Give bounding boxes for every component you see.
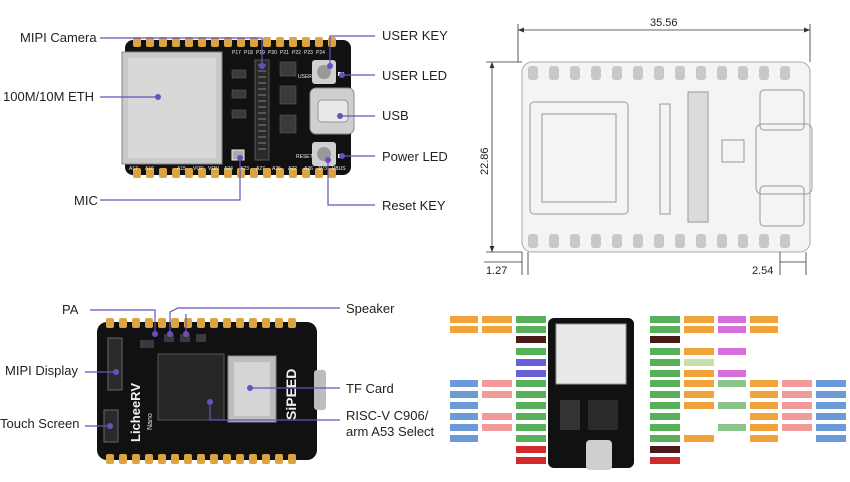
mipi-display-connector — [107, 337, 123, 391]
board-sub: Nano — [147, 413, 154, 430]
silk-a15: A15 — [177, 166, 186, 172]
silk-p21: P21 — [280, 50, 289, 56]
silk-a23: A23 — [240, 166, 249, 172]
pin-labels-right — [650, 316, 846, 464]
label-user-key: USER KEY — [382, 28, 448, 43]
label-speaker: Speaker — [346, 301, 395, 316]
silk-a26: A26 — [304, 166, 313, 172]
bottom-edge-pads — [133, 168, 336, 178]
label-power-led: Power LED — [382, 149, 448, 164]
label-reset-key: Reset KEY — [382, 198, 446, 213]
mipi-camera-connector — [254, 59, 270, 161]
silk-vop: VOP — [193, 166, 204, 172]
usb-c-edge — [314, 370, 326, 410]
silk-p23: P23 — [304, 50, 313, 56]
silk-p17: P17 — [232, 50, 241, 56]
label-pa: PA — [62, 302, 79, 317]
bottom-view-pads-bottom — [106, 454, 296, 464]
board-name: LicheeRV — [128, 383, 143, 442]
label-tf-card: TF Card — [346, 381, 394, 396]
brand-logo: SiPEED — [283, 369, 299, 420]
outline-pads — [528, 66, 790, 248]
outline-components — [529, 89, 813, 227]
silk-3v3: 3V3 — [318, 166, 327, 172]
silk-p18: P18 — [244, 50, 253, 56]
label-soc-line2: arm A53 Select — [346, 424, 435, 439]
dim-height: 22.86 — [479, 147, 491, 175]
dim-pin-pitch: 2.54 — [752, 265, 773, 277]
pinout-usb — [586, 440, 612, 470]
callout-dots — [155, 63, 345, 163]
label-mipi-camera: MIPI Camera — [20, 30, 97, 45]
bottom-view-pads-top — [106, 318, 296, 328]
pinout-diagram — [450, 316, 846, 470]
silk-a17: A17 — [129, 166, 138, 172]
callout-lines — [100, 35, 375, 206]
dim-width: 35.56 — [650, 17, 678, 29]
silk-a27: A27 — [256, 166, 265, 172]
silk-a22: A22 — [288, 166, 297, 172]
top-edge-pads — [133, 37, 336, 47]
board-outline — [521, 61, 811, 253]
silk-reset: RESET — [296, 154, 313, 160]
dimension-drawing: 35.56 22.86 1.27 2.54 — [479, 17, 813, 277]
bottom-callout-dots — [107, 331, 253, 429]
label-mic: MIC — [74, 193, 98, 208]
silk-a25: A25 — [272, 166, 281, 172]
label-eth: 100M/10M ETH — [3, 89, 94, 104]
board-top-view: A17 A16 A15 VOP VON A24 A23 A27 A25 A22 … — [3, 28, 448, 213]
label-usb: USB — [382, 108, 409, 123]
silk-p19: P19 — [256, 50, 265, 56]
label-mipi-display: MIPI Display — [5, 363, 78, 378]
label-soc-line1: RISC-V C906/ — [346, 408, 429, 423]
label-touch-screen: Touch Screen — [0, 416, 80, 431]
pinout-eth — [555, 323, 627, 385]
silk-p20: P20 — [268, 50, 277, 56]
label-soc-select: RISC-V C906/ arm A53 Select — [346, 408, 435, 439]
silk-von: VON — [208, 166, 219, 172]
silk-vbus: VBUS — [332, 166, 346, 172]
silk-user: USER — [298, 74, 312, 80]
smd-components — [231, 61, 297, 134]
board-bottom-view: LicheeRV Nano SiPEED PA Speaker MIPI Dis… — [0, 301, 435, 464]
silk-p24: P24 — [316, 50, 325, 56]
soc-chip — [157, 353, 225, 421]
label-user-led: USER LED — [382, 68, 447, 83]
bottom-callout-lines — [85, 307, 340, 427]
dim-pad-offset: 1.27 — [486, 265, 507, 277]
pin-labels-left — [450, 316, 546, 464]
silk-a24: A24 — [224, 166, 233, 172]
silk-p22: P22 — [292, 50, 301, 56]
silk-a16: A16 — [145, 166, 154, 172]
